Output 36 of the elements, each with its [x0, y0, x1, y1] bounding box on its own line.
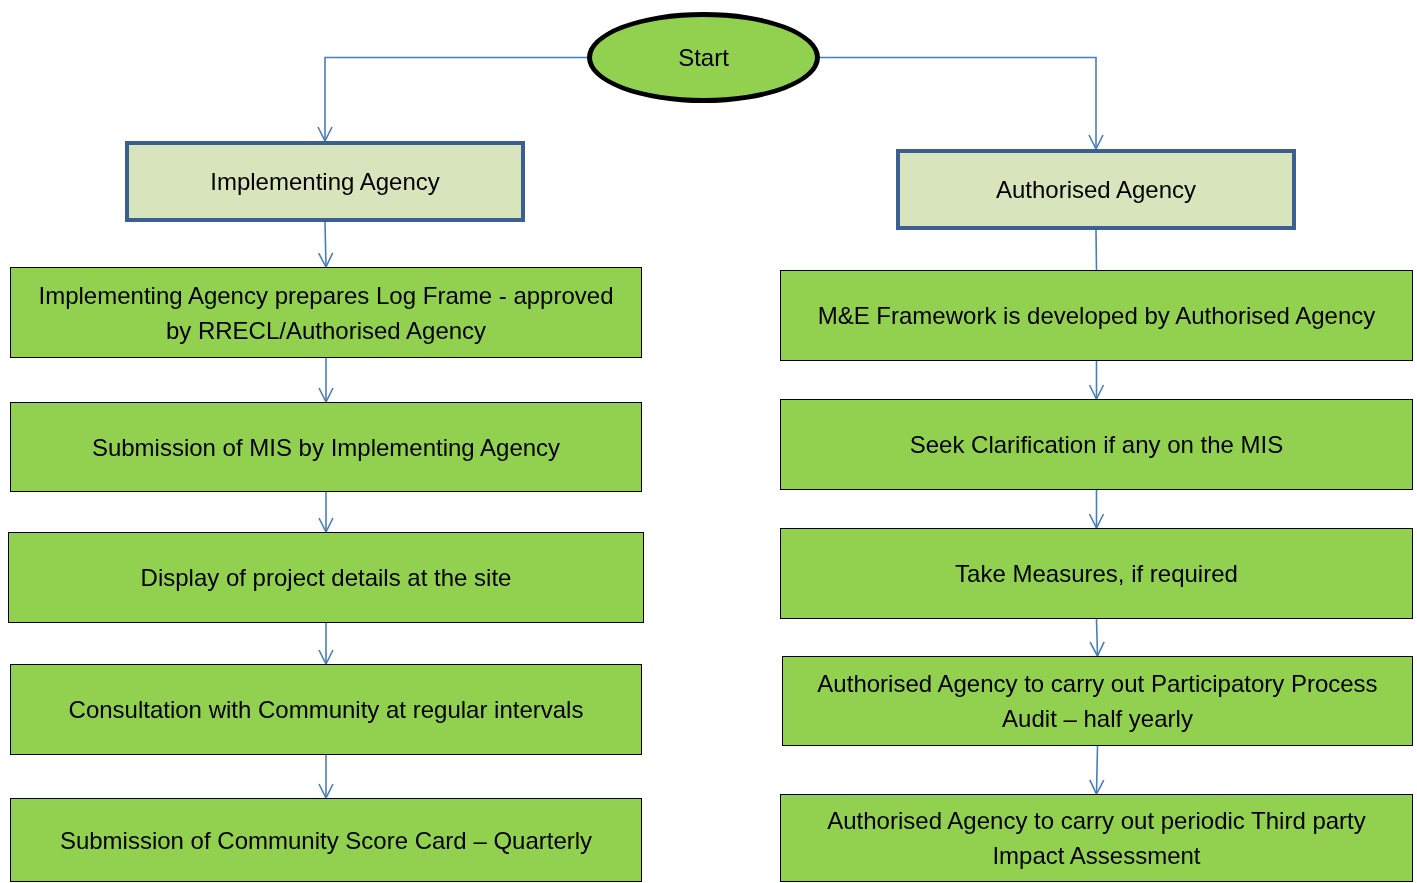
arrow — [318, 754, 334, 799]
process-box — [780, 270, 1413, 361]
node-label: Authorised Agency — [995, 174, 1197, 205]
node-label: Consultation with Community at regular intervals — [68, 695, 584, 725]
process-box — [780, 528, 1413, 619]
node-label: M&E Framework is developed by Authorised Agency — [817, 301, 1376, 331]
arrow — [318, 622, 334, 665]
node-label: Submission of Community Score Card – Quarterly — [59, 825, 593, 856]
arrow — [318, 357, 334, 403]
process-box — [782, 656, 1413, 746]
arrow — [1088, 489, 1105, 529]
node-label: Implementing Agency — [210, 166, 440, 197]
process-box — [10, 664, 642, 755]
node-label: Submission of MIS by Implementing Agency — [91, 432, 561, 463]
arrow — [317, 221, 334, 268]
arrow — [1089, 618, 1105, 657]
node-label: Authorised Agency to carry out Participatory Process Audit – half yearly — [816, 669, 1379, 734]
node-label: Display of project details at the site — [140, 563, 512, 593]
arrow — [1089, 745, 1105, 795]
node-label: Take Measures, if required — [955, 559, 1238, 589]
node-label: Implementing Agency prepares Log Frame - approved by RRECL/Authorised Agency — [37, 280, 615, 346]
arrow — [318, 491, 334, 533]
arrow — [819, 56, 1104, 150]
process-box — [10, 267, 642, 358]
arrow — [1088, 360, 1105, 400]
node-label: Authorised Agency to carry out periodic Third party Impact Assessment — [826, 806, 1367, 871]
process-box — [780, 399, 1413, 490]
process-box — [10, 798, 642, 882]
agency-box — [125, 141, 525, 222]
process-box — [10, 402, 642, 492]
process-box — [8, 532, 644, 623]
agency-box — [896, 149, 1296, 230]
arrow — [317, 56, 588, 142]
node-label: Seek Clarification if any on the MIS — [909, 430, 1284, 460]
process-box — [780, 794, 1413, 882]
node-label: Start — [678, 42, 729, 73]
